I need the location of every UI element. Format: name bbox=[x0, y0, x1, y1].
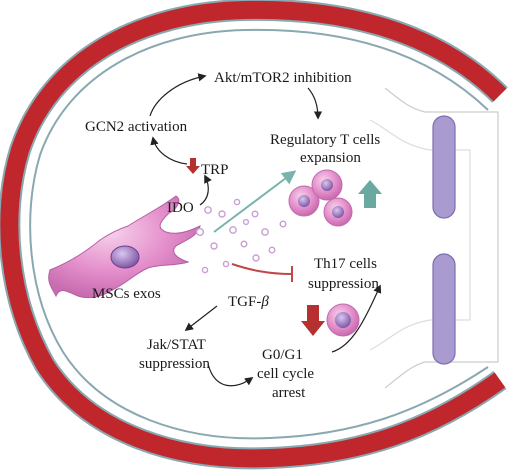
junction-region bbox=[369, 87, 499, 389]
label-th17-line2: suppression bbox=[308, 276, 379, 292]
label-g0-line3: arrest bbox=[272, 385, 306, 401]
label-g0-line2: cell cycle bbox=[257, 366, 314, 382]
cell-membrane bbox=[0, 0, 508, 470]
treg-cluster bbox=[288, 169, 353, 227]
arrow-exos-to-treg bbox=[213, 170, 297, 233]
exosome-vesicles bbox=[195, 198, 287, 274]
label-jak-line2: suppression bbox=[139, 356, 210, 372]
arrow-gcn2-to-akt bbox=[149, 73, 207, 117]
arrow-tgf-to-jak bbox=[184, 305, 218, 332]
label-akt: Akt/mTOR2 inhibition bbox=[214, 70, 352, 86]
inhibit-exos-to-th17 bbox=[231, 263, 293, 275]
label-gcn2: GCN2 activation bbox=[85, 119, 188, 135]
label-treg-line2: expansion bbox=[300, 150, 361, 166]
arrow-jak-to-g0 bbox=[207, 363, 254, 387]
label-trp: TRP bbox=[201, 162, 229, 178]
label-jak-line1: Jak/STAT bbox=[147, 337, 206, 353]
msc-cell bbox=[48, 195, 201, 299]
pathway-arrows bbox=[149, 73, 382, 387]
arrow-trp-to-gcn2 bbox=[150, 136, 188, 165]
label-ido: IDO bbox=[167, 200, 194, 216]
label-mscs: MSCs exos bbox=[92, 286, 161, 302]
label-tgf: TGF-β bbox=[228, 294, 269, 310]
trp-down-arrow-icon bbox=[186, 158, 200, 174]
th17-cell bbox=[326, 303, 360, 337]
label-g0-line1: G0/G1 bbox=[262, 347, 303, 363]
arrow-ido-to-trp bbox=[199, 174, 212, 206]
label-treg-line1: Regulatory T cells bbox=[270, 132, 380, 148]
label-th17-line1: Th17 cells bbox=[314, 256, 377, 272]
arrow-g0-to-th17 bbox=[331, 284, 382, 353]
down-arrow-icon bbox=[301, 305, 325, 336]
msc-nucleus bbox=[110, 245, 140, 269]
arrow-akt-to-treg bbox=[307, 87, 323, 120]
channel-protein-top bbox=[432, 115, 456, 219]
up-arrow-icon bbox=[358, 180, 382, 208]
channel-protein-bottom bbox=[432, 253, 456, 365]
